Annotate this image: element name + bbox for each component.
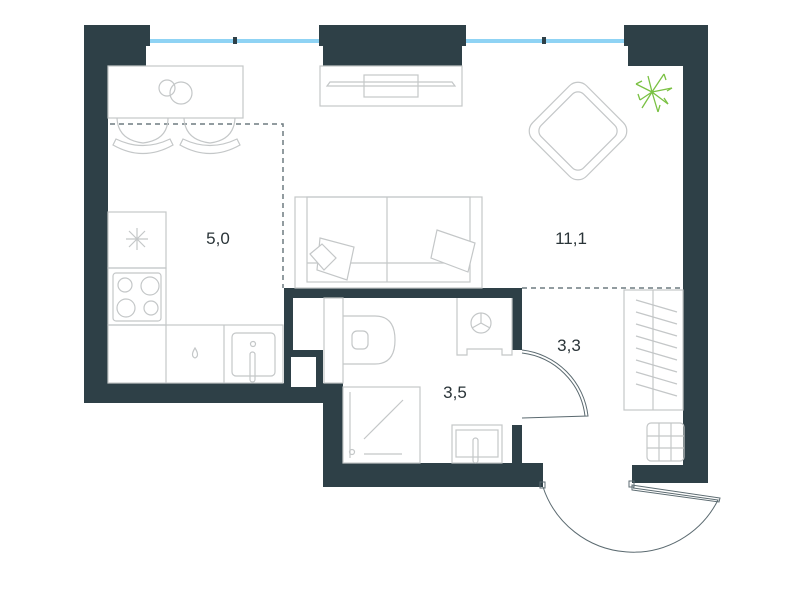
bar-stools [112, 117, 241, 154]
kitchen-zone-boundary [110, 123, 284, 288]
dining-table [107, 65, 244, 119]
walls [84, 25, 708, 487]
shoe-rack [646, 422, 685, 462]
fridge [107, 211, 167, 269]
bathroom-sink [451, 424, 503, 464]
wardrobe [623, 289, 684, 411]
washing-machine [456, 298, 513, 356]
living-area-label: 11,1 [555, 229, 587, 248]
tv-stand [319, 65, 463, 107]
window-left [146, 25, 323, 46]
window-right [462, 25, 628, 46]
toilet [323, 297, 396, 384]
sofa [294, 196, 483, 289]
kitchen-area-label: 5,0 [206, 229, 230, 248]
entrance-door[interactable] [539, 480, 721, 553]
bathroom-door[interactable] [521, 349, 589, 419]
shower [342, 386, 421, 464]
hallway-area-label: 3,3 [557, 336, 581, 355]
kitchen-counter [107, 324, 284, 384]
cooktop [107, 267, 167, 326]
bathroom-area-label: 3,5 [443, 383, 467, 402]
armchair [528, 81, 628, 181]
plant-icon [635, 73, 673, 113]
